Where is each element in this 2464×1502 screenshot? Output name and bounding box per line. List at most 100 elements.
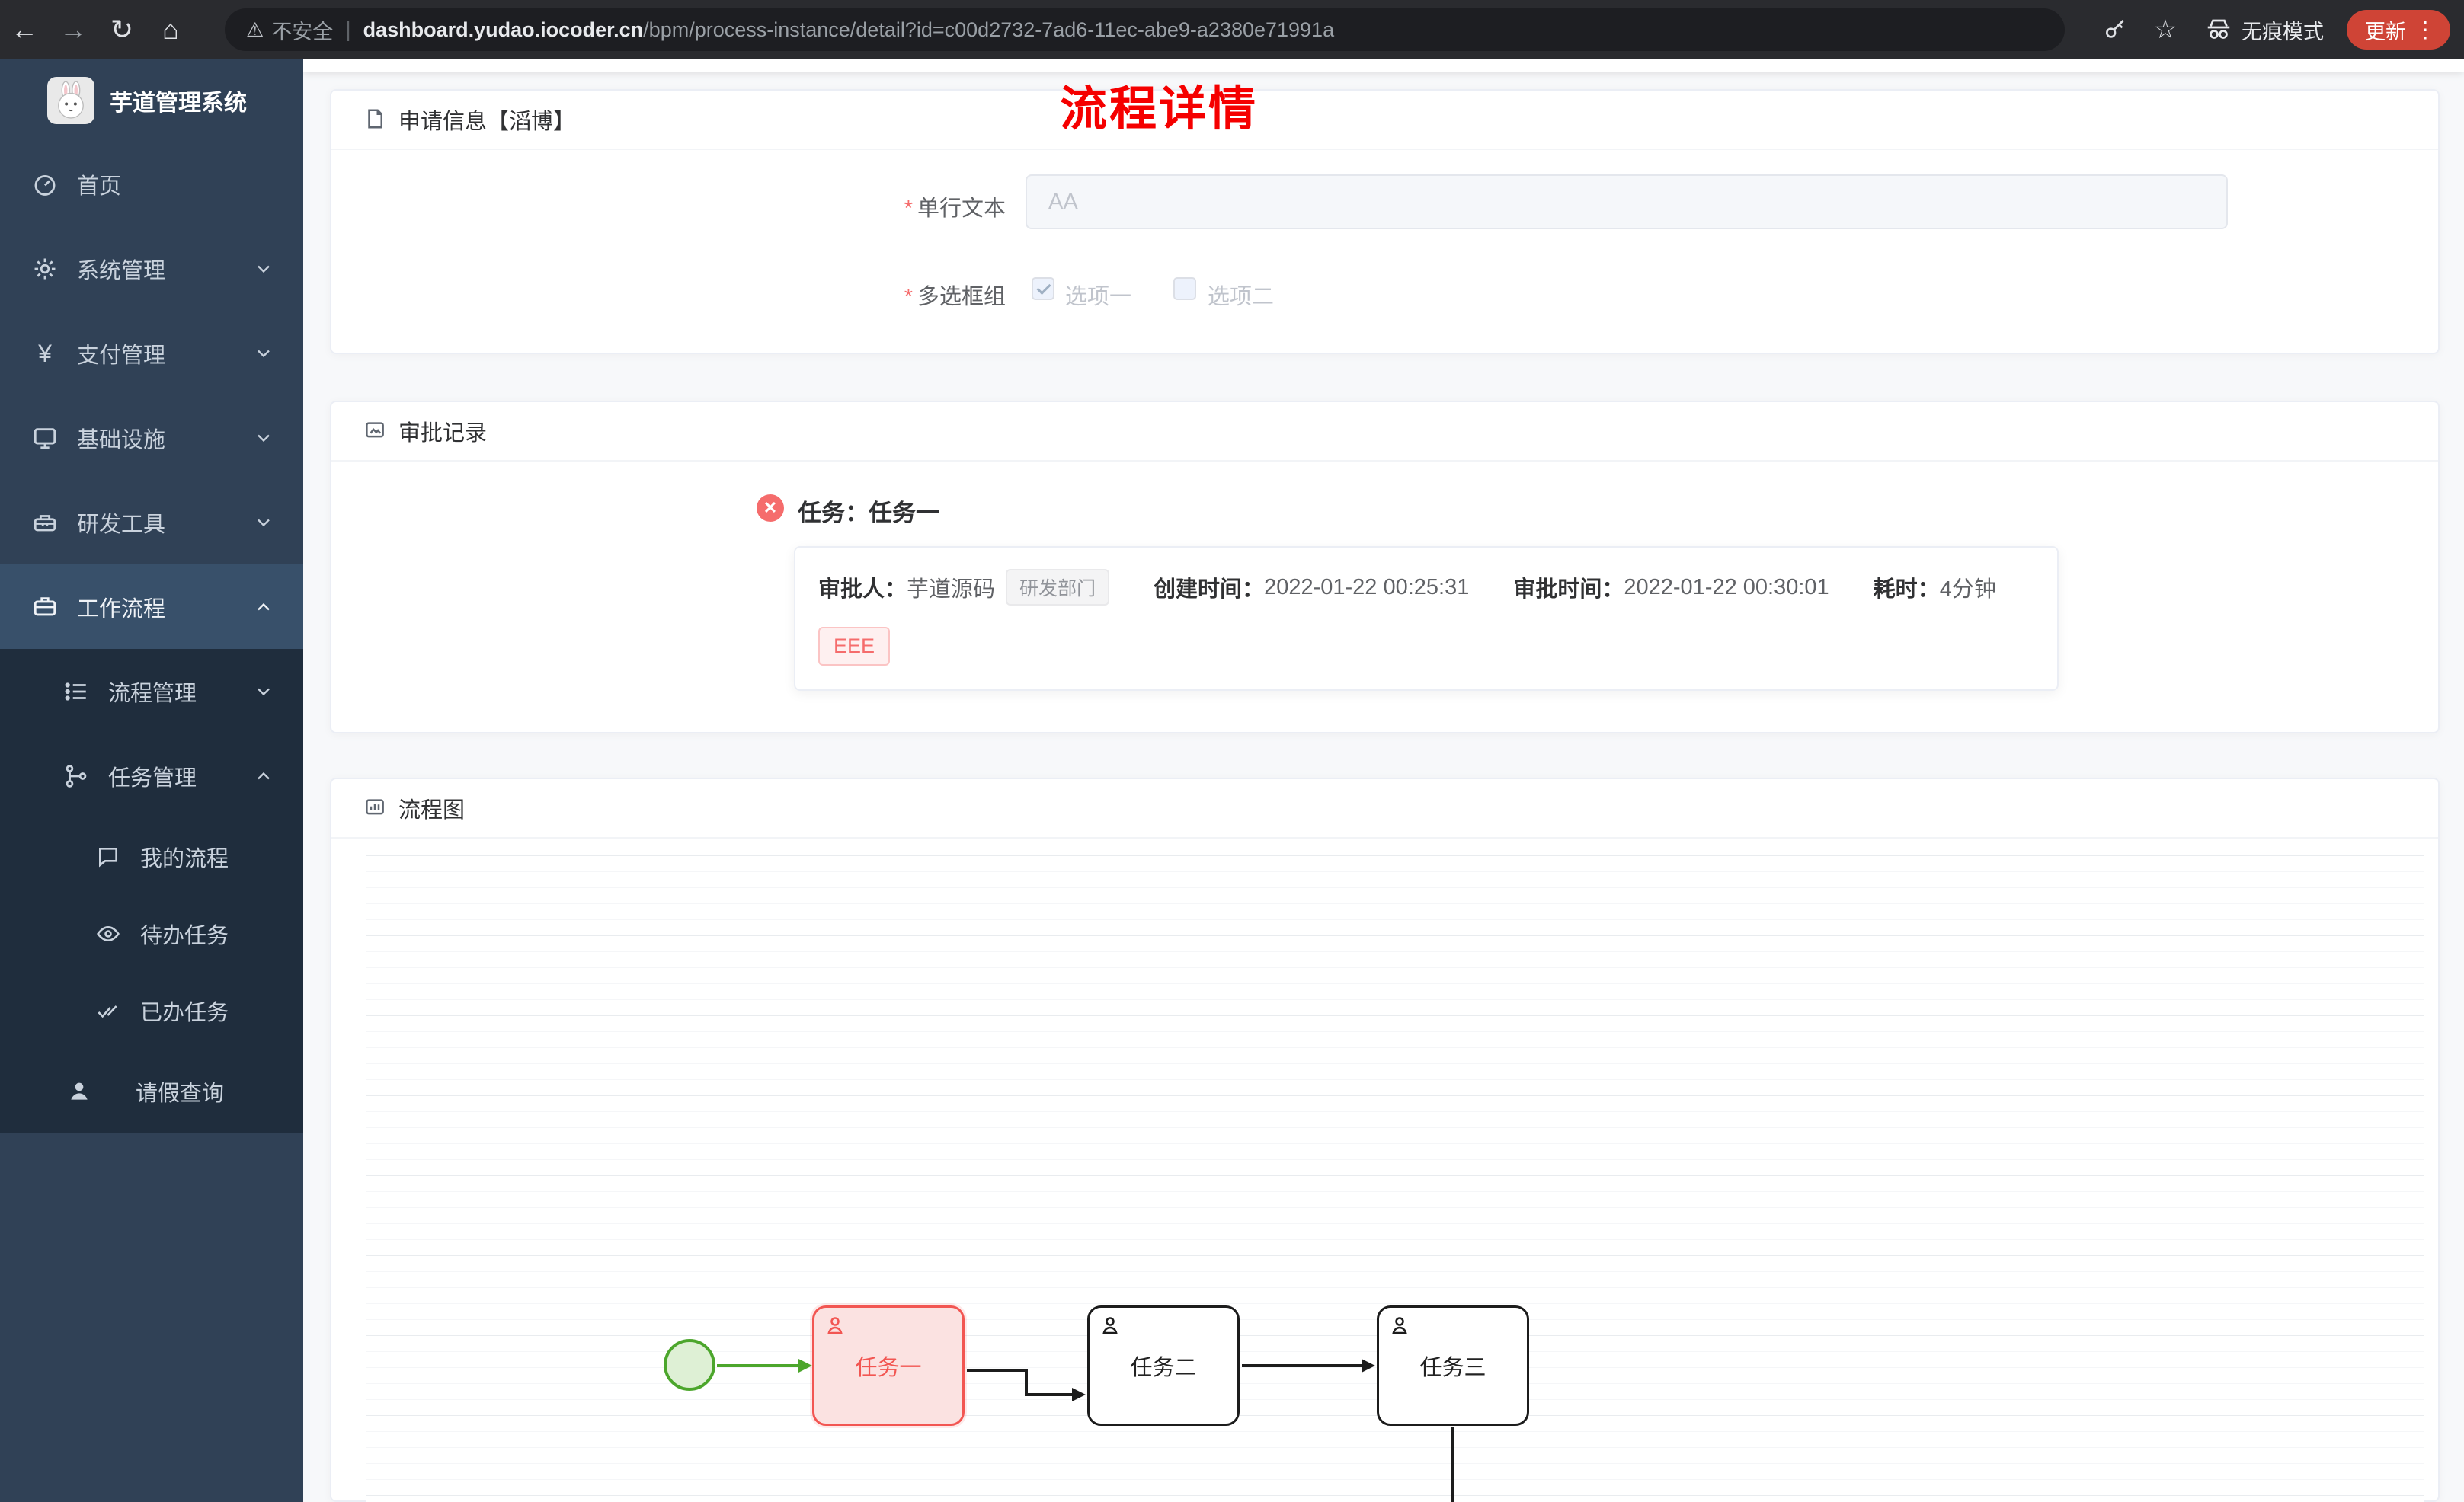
incognito-icon [2207,19,2230,39]
document-icon [363,107,388,132]
app-logo: 芋道管理系统 [0,59,303,142]
process-diagram-card: 流程图 任务一 任务二 [330,778,2440,1502]
task-node-1[interactable]: 任务一 [812,1305,965,1426]
address-bar[interactable]: ⚠ 不安全 | dashboard.yudao.iocoder.cn/bpm/p… [225,8,2065,51]
single-line-text-label: 单行文本 [917,197,1006,221]
close-icon: ✕ [763,498,778,517]
url-domain: dashboard.yudao.iocoder.cn [363,18,644,41]
task-node-label: 任务二 [1130,1356,1197,1380]
sidebar-item-label: 任务管理 [108,765,197,791]
main-content: 流程详情 申请信息【滔博】 *单行文本 AA *多选框组 选项一 选项二 审批记… [303,59,2464,1502]
sidebar-item-label: 请假查询 [136,1081,225,1106]
sidebar-item-label: 研发工具 [77,512,166,537]
incognito-label: 无痕模式 [2242,20,2324,43]
sidebar-item-workflow[interactable]: 工作流程 [0,564,303,649]
user-task-icon [827,1317,843,1334]
eye-icon [94,920,122,948]
start-event-node[interactable] [664,1339,715,1391]
checkbox-option-1[interactable] [1032,277,1054,300]
bpmn-canvas[interactable]: 任务一 任务二 任务三 [366,855,2424,1502]
refresh-icon: ↻ [110,14,134,45]
sidebar-item-todo-tasks[interactable]: 待办任务 [0,895,303,972]
url-path: /bpm/process-instance/detail?id=c00d2732… [643,18,1335,41]
create-time-label: 创建时间： [1154,577,1265,602]
browser-toolbar: ← → ↻ ⌂ ⚠ 不安全 | dashboard.yudao.iocoder.… [0,0,2464,59]
chevron-up-icon [258,602,270,610]
reason-tag: EEE [818,627,891,666]
task-node-3[interactable]: 任务三 [1377,1305,1529,1426]
user-task-icon [1102,1317,1118,1334]
kebab-menu-icon[interactable]: ⋮ [2414,17,2437,43]
sidebar-item-label: 基础设施 [77,427,166,452]
yen-icon: ¥ [38,339,52,367]
forward-button[interactable]: → [49,8,98,51]
approver-value: 芋道源码 [907,577,996,602]
sidebar-item-label: 系统管理 [77,258,166,283]
checkbox-option-2-label: 选项二 [1208,285,1275,309]
task-node-2[interactable]: 任务二 [1087,1305,1240,1426]
approval-card-title: 审批记录 [398,421,488,446]
home-button[interactable]: ⌂ [146,8,195,51]
sidebar-item-label: 支付管理 [77,343,166,368]
checkbox-group-label: 多选框组 [917,285,1006,309]
sidebar-item-done-tasks[interactable]: 已办任务 [0,972,303,1049]
rabbit-logo-icon [58,81,84,119]
sidebar-item-leave-query[interactable]: 请假查询 [0,1049,303,1133]
page-title: 流程详情 [1059,83,1258,136]
person-icon [66,1078,93,1105]
chevron-down-icon [258,519,270,526]
sidebar-item-infrastructure[interactable]: 基础设施 [0,395,303,480]
task-node-label: 任务三 [1419,1356,1486,1380]
chevron-down-icon [258,265,270,273]
duration-value: 4分钟 [1939,577,1996,602]
chrome-update-button[interactable]: 更新 ⋮ [2347,10,2450,50]
approver-label: 审批人： [818,577,907,602]
sidebar-item-home[interactable]: 首页 [0,142,303,226]
sidebar-item-process-management[interactable]: 流程管理 [0,649,303,733]
monitor-icon [31,424,59,452]
diagram-card-header: 流程图 [331,779,2438,839]
password-key-icon[interactable] [2098,13,2132,46]
toolbox-icon [31,509,59,536]
update-label: 更新 [2365,20,2406,43]
chat-bubble-icon [94,843,122,871]
sidebar-item-my-process[interactable]: 我的流程 [0,818,303,895]
list-icon [62,678,90,705]
sidebar-item-label: 已办任务 [140,1000,229,1025]
sidebar-item-label: 流程管理 [108,681,197,706]
chevron-up-icon [258,772,270,779]
single-line-text-input[interactable]: AA [1026,174,2228,229]
user-task-icon [1392,1317,1407,1334]
task-rejected-icon: ✕ [757,494,784,522]
checkbox-option-2[interactable] [1173,277,1196,300]
sidebar-item-label: 工作流程 [77,596,166,622]
home-icon: ⌂ [162,14,179,45]
apply-card-header: 申请信息【滔博】 [331,91,2438,150]
sidebar-item-task-management[interactable]: 任务管理 [0,733,303,818]
sidebar-item-system[interactable]: 系统管理 [0,226,303,311]
sidebar-item-label: 待办任务 [140,923,229,948]
checkbox-option-1-label: 选项一 [1065,285,1132,309]
dashboard-icon [31,171,59,198]
field-label-text: *单行文本 [904,190,1006,222]
chevron-down-icon [258,688,270,695]
task-node-label: 任务一 [855,1356,922,1380]
sidebar-item-label: 首页 [77,174,122,199]
briefcase-icon [31,593,59,621]
url-divider: | [345,18,351,41]
bookmark-star-icon[interactable]: ☆ [2149,13,2182,46]
diagram-icon [363,796,388,820]
workflow-submenu: 流程管理 任务管理 我的流程 待办任务 已办任务 [0,649,303,1133]
create-time-value: 2022-01-22 00:25:31 [1264,574,1470,599]
not-secure-icon: ⚠ [246,18,264,41]
navbar-strip [303,59,2464,72]
forward-icon: → [59,14,87,45]
refresh-button[interactable]: ↻ [98,8,146,51]
check-double-icon [94,997,122,1024]
record-icon [363,419,388,443]
sidebar-item-devtools[interactable]: 研发工具 [0,480,303,564]
app-title: 芋道管理系统 [110,91,247,116]
sidebar-item-payment[interactable]: ¥ 支付管理 [0,311,303,395]
back-button[interactable]: ← [0,8,49,51]
